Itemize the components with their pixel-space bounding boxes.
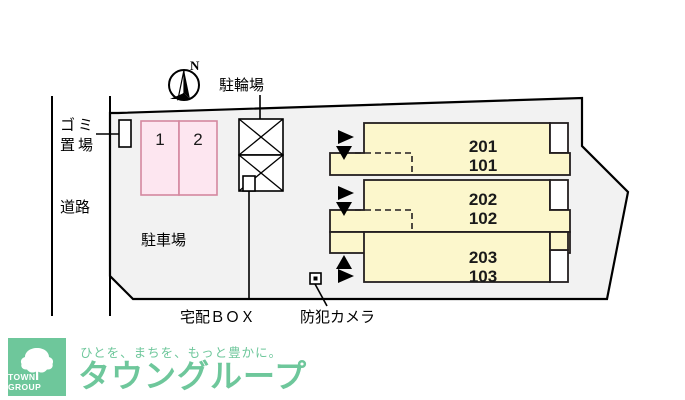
garbage-area-label-char-3: 置 <box>60 136 75 154</box>
block-1-end-room <box>549 122 569 154</box>
brand-tagline: ひとを、まちを、もっと豊かに。 <box>80 345 283 360</box>
block-3-arrow-up-icon <box>336 255 352 269</box>
block-1-unit-upper: 201 <box>469 137 497 156</box>
block-1-arrow-down-icon <box>336 146 352 160</box>
block-2-arrow-right-icon <box>338 186 354 200</box>
security-camera-marker <box>309 272 322 285</box>
garbage-area-label-char-2: ミ <box>78 116 93 134</box>
road-label: 道路 <box>60 198 90 216</box>
brand-logo-text: TOWN GROUP <box>8 372 42 392</box>
site-plan-map: N 駐輪場 ゴ ミ 置 場 道路 1 2 <box>51 58 630 326</box>
garbage-area-label-char-4: 場 <box>78 136 93 154</box>
parking-stall-2[interactable]: 2 <box>178 120 218 196</box>
north-compass: N <box>168 58 200 101</box>
garbage-area-box <box>118 119 132 148</box>
block-1-arrow-right-icon <box>338 130 354 144</box>
block-2-unit-lower: 102 <box>469 209 497 228</box>
parking-stall-1-label: 1 <box>155 130 164 149</box>
parking-lot-label: 駐車場 <box>141 231 186 249</box>
brand-footer: TOWN GROUP ひとを、まちを、もっと豊かに。 タウングループ <box>0 330 685 400</box>
block-3-unit-upper: 203 <box>469 248 497 267</box>
building-block-1[interactable]: 201 101 <box>329 122 571 176</box>
block-2-walkway <box>329 209 571 233</box>
block-1-unit-lower: 101 <box>469 156 497 175</box>
compass-north-label: N <box>190 58 200 73</box>
block-2-unit-upper: 202 <box>469 190 497 209</box>
delivery-box-label: 宅配ＢＯＸ <box>180 308 255 326</box>
block-2-end-room <box>549 179 569 211</box>
building-block-3[interactable]: 203 103 <box>329 231 571 286</box>
block-1-walkway <box>329 152 571 176</box>
brand-logo: TOWN GROUP <box>8 338 66 396</box>
block-2-arrow-down-icon <box>336 202 352 216</box>
block-3-body <box>363 231 551 283</box>
parking-stall-2-label: 2 <box>193 130 202 149</box>
parking-stall-1[interactable]: 1 <box>140 120 180 196</box>
bicycle-parking-label: 駐輪場 <box>219 76 264 94</box>
security-camera-label: 防犯カメラ <box>300 308 375 326</box>
block-3-arrow-right-icon <box>338 269 354 283</box>
security-camera-leader <box>314 283 328 307</box>
block-3-unit-lower: 103 <box>469 267 497 286</box>
tree-icon <box>20 348 54 380</box>
delivery-box-marker <box>242 175 256 192</box>
block-3-end-room <box>549 249 569 283</box>
block-3-end-fill <box>549 231 569 251</box>
building-block-2[interactable]: 202 102 <box>329 179 571 251</box>
block-1-dashed-stair <box>355 152 413 175</box>
brand-name: タウングループ <box>78 357 308 395</box>
garbage-area-label-char-1: ゴ <box>60 116 75 134</box>
